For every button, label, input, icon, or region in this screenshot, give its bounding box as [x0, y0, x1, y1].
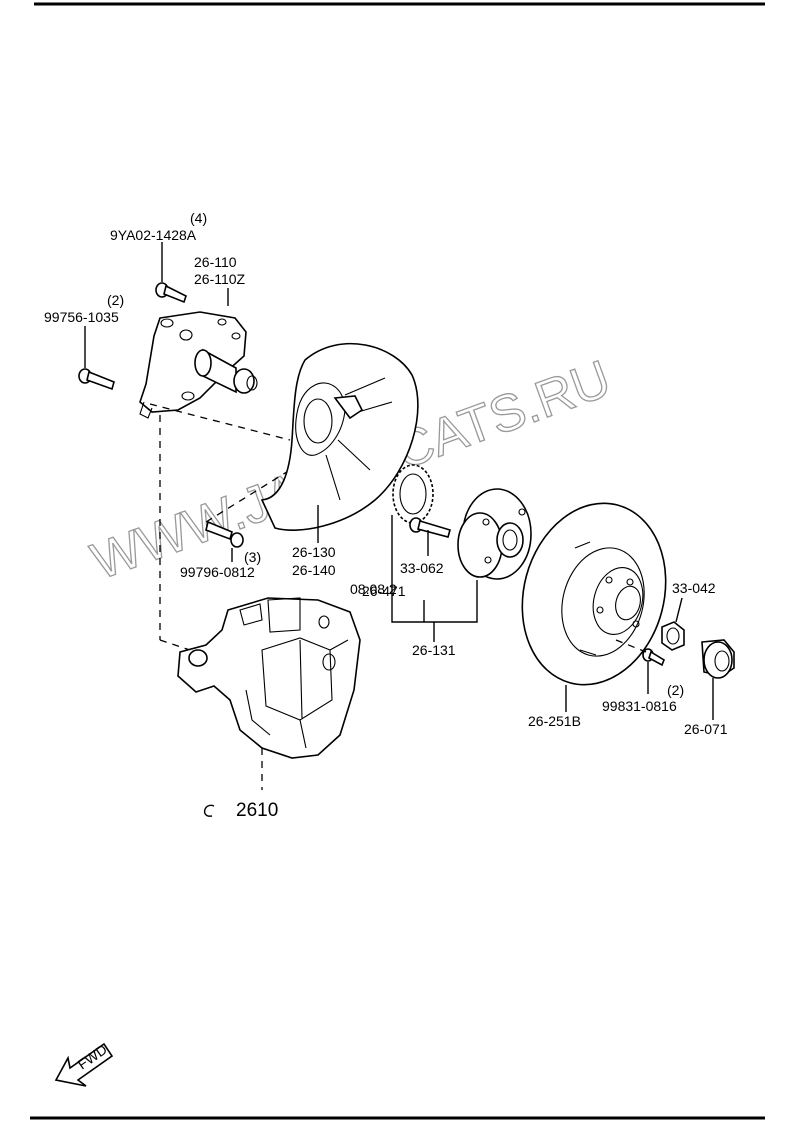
label-qty-2-a: (2)	[107, 292, 124, 308]
sensor-ring-part[interactable]	[392, 464, 434, 524]
label-26-130: 26-130	[292, 544, 336, 560]
caliper-part[interactable]	[177, 597, 361, 759]
dash-screw	[615, 639, 647, 653]
label-26-140: 26-140	[292, 562, 336, 578]
fwd-arrow-icon	[54, 1042, 114, 1087]
hub-part[interactable]	[457, 488, 532, 580]
knuckle-part[interactable]	[139, 311, 258, 413]
knuckle-lug	[139, 401, 153, 419]
grease-cap-part[interactable]	[701, 639, 735, 679]
brake-disc-part[interactable]	[503, 487, 686, 701]
label-26-071: 26-071	[684, 721, 728, 737]
dash-knuckle-shield	[149, 403, 291, 441]
dust-shield-part[interactable]	[260, 342, 419, 531]
hub-bolt-part[interactable]	[409, 517, 451, 538]
label-qty-4: (4)	[190, 210, 207, 226]
label-26-110z: 26-110Z	[194, 271, 246, 287]
stamp-text: 08.08.2	[350, 581, 397, 597]
label-33-042: 33-042	[672, 580, 716, 596]
leader-nut	[675, 597, 683, 623]
hub-nut-part[interactable]	[661, 621, 685, 651]
label-26-131: 26-131	[412, 642, 456, 658]
label-9ya02-1428a: 9YA02-1428A	[110, 227, 197, 243]
label-26-251b: 26-251B	[528, 713, 581, 729]
bolt-99756[interactable]	[78, 368, 115, 391]
label-26-110: 26-110	[194, 254, 237, 270]
label-qty-3: (3)	[244, 549, 261, 565]
label-26-471: 26-471	[362, 583, 406, 599]
label-2610[interactable]: 2610	[236, 800, 278, 821]
dash-bolt-shield	[205, 469, 291, 523]
bolt-99796[interactable]	[205, 520, 244, 548]
label-99796-0812: 99796-0812	[180, 564, 255, 580]
reference-hook-icon	[204, 804, 215, 817]
label-99756-1035: 99756-1035	[44, 309, 119, 325]
bolt-9ya02[interactable]	[155, 282, 187, 304]
label-qty-2-b: (2)	[667, 682, 684, 698]
label-99831-0816: 99831-0816	[602, 698, 677, 714]
label-33-062: 33-062	[400, 560, 444, 576]
